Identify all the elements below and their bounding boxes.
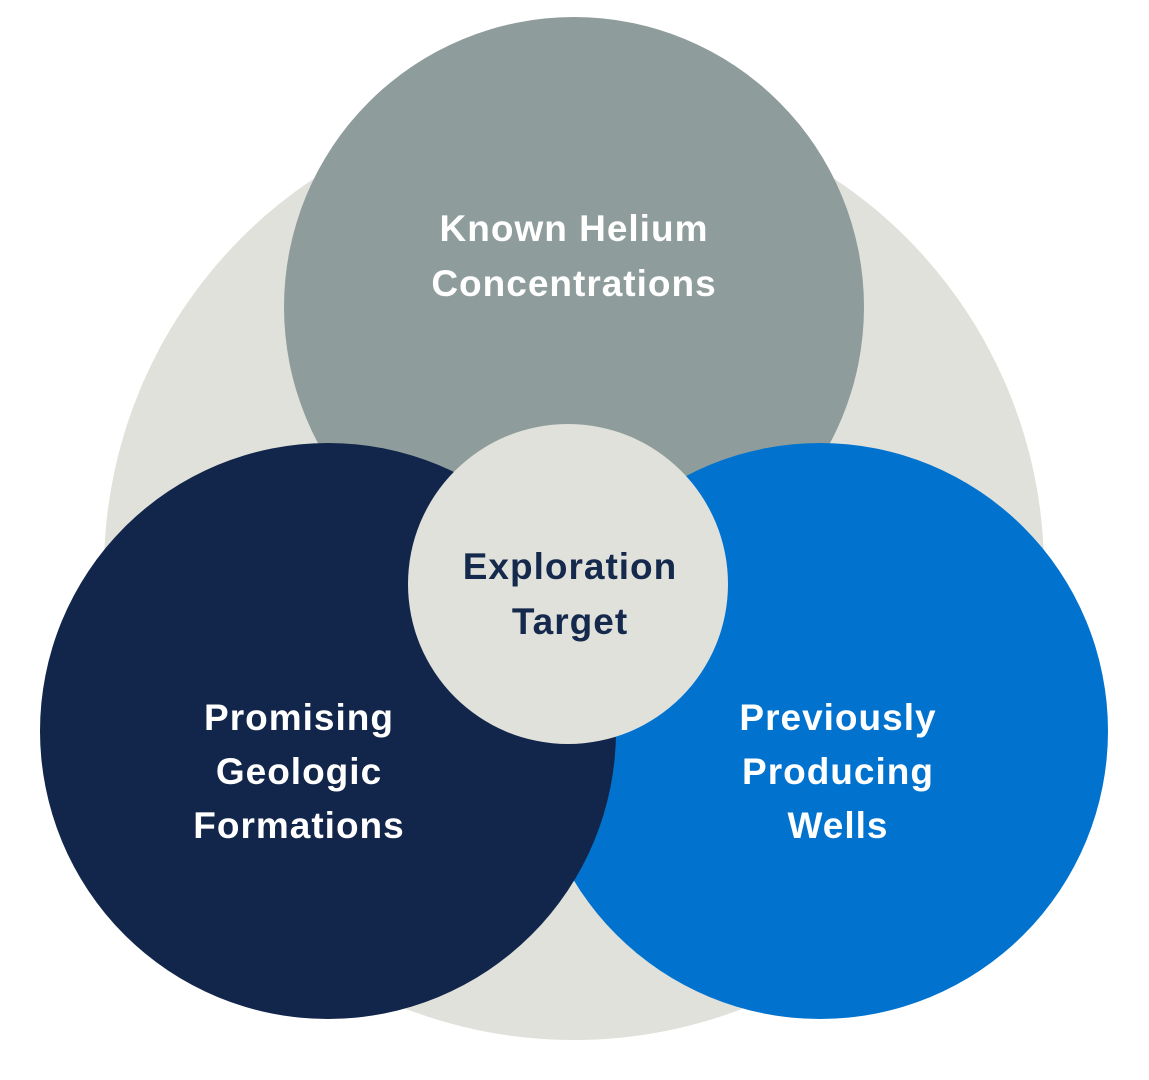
label-line: Formations <box>193 805 405 846</box>
label-line: Promising <box>204 697 394 738</box>
exploration-target-circle <box>408 424 728 744</box>
known-helium-concentrations-label: Known Helium Concentrations <box>431 201 716 311</box>
previously-producing-wells-label: Previously Producing Wells <box>739 691 936 853</box>
label-line: Previously <box>739 697 937 738</box>
exploration-target-label: Exploration Target <box>463 539 678 649</box>
label-line: Producing <box>742 751 934 792</box>
label-line: Geologic <box>215 751 383 792</box>
label-line: Exploration <box>462 546 678 587</box>
label-line: Concentrations <box>431 263 717 304</box>
label-line: Wells <box>787 805 889 846</box>
label-line: Known Helium <box>439 208 709 249</box>
promising-geologic-formations-label: Promising Geologic Formations <box>193 691 404 853</box>
label-line: Target <box>511 601 629 642</box>
